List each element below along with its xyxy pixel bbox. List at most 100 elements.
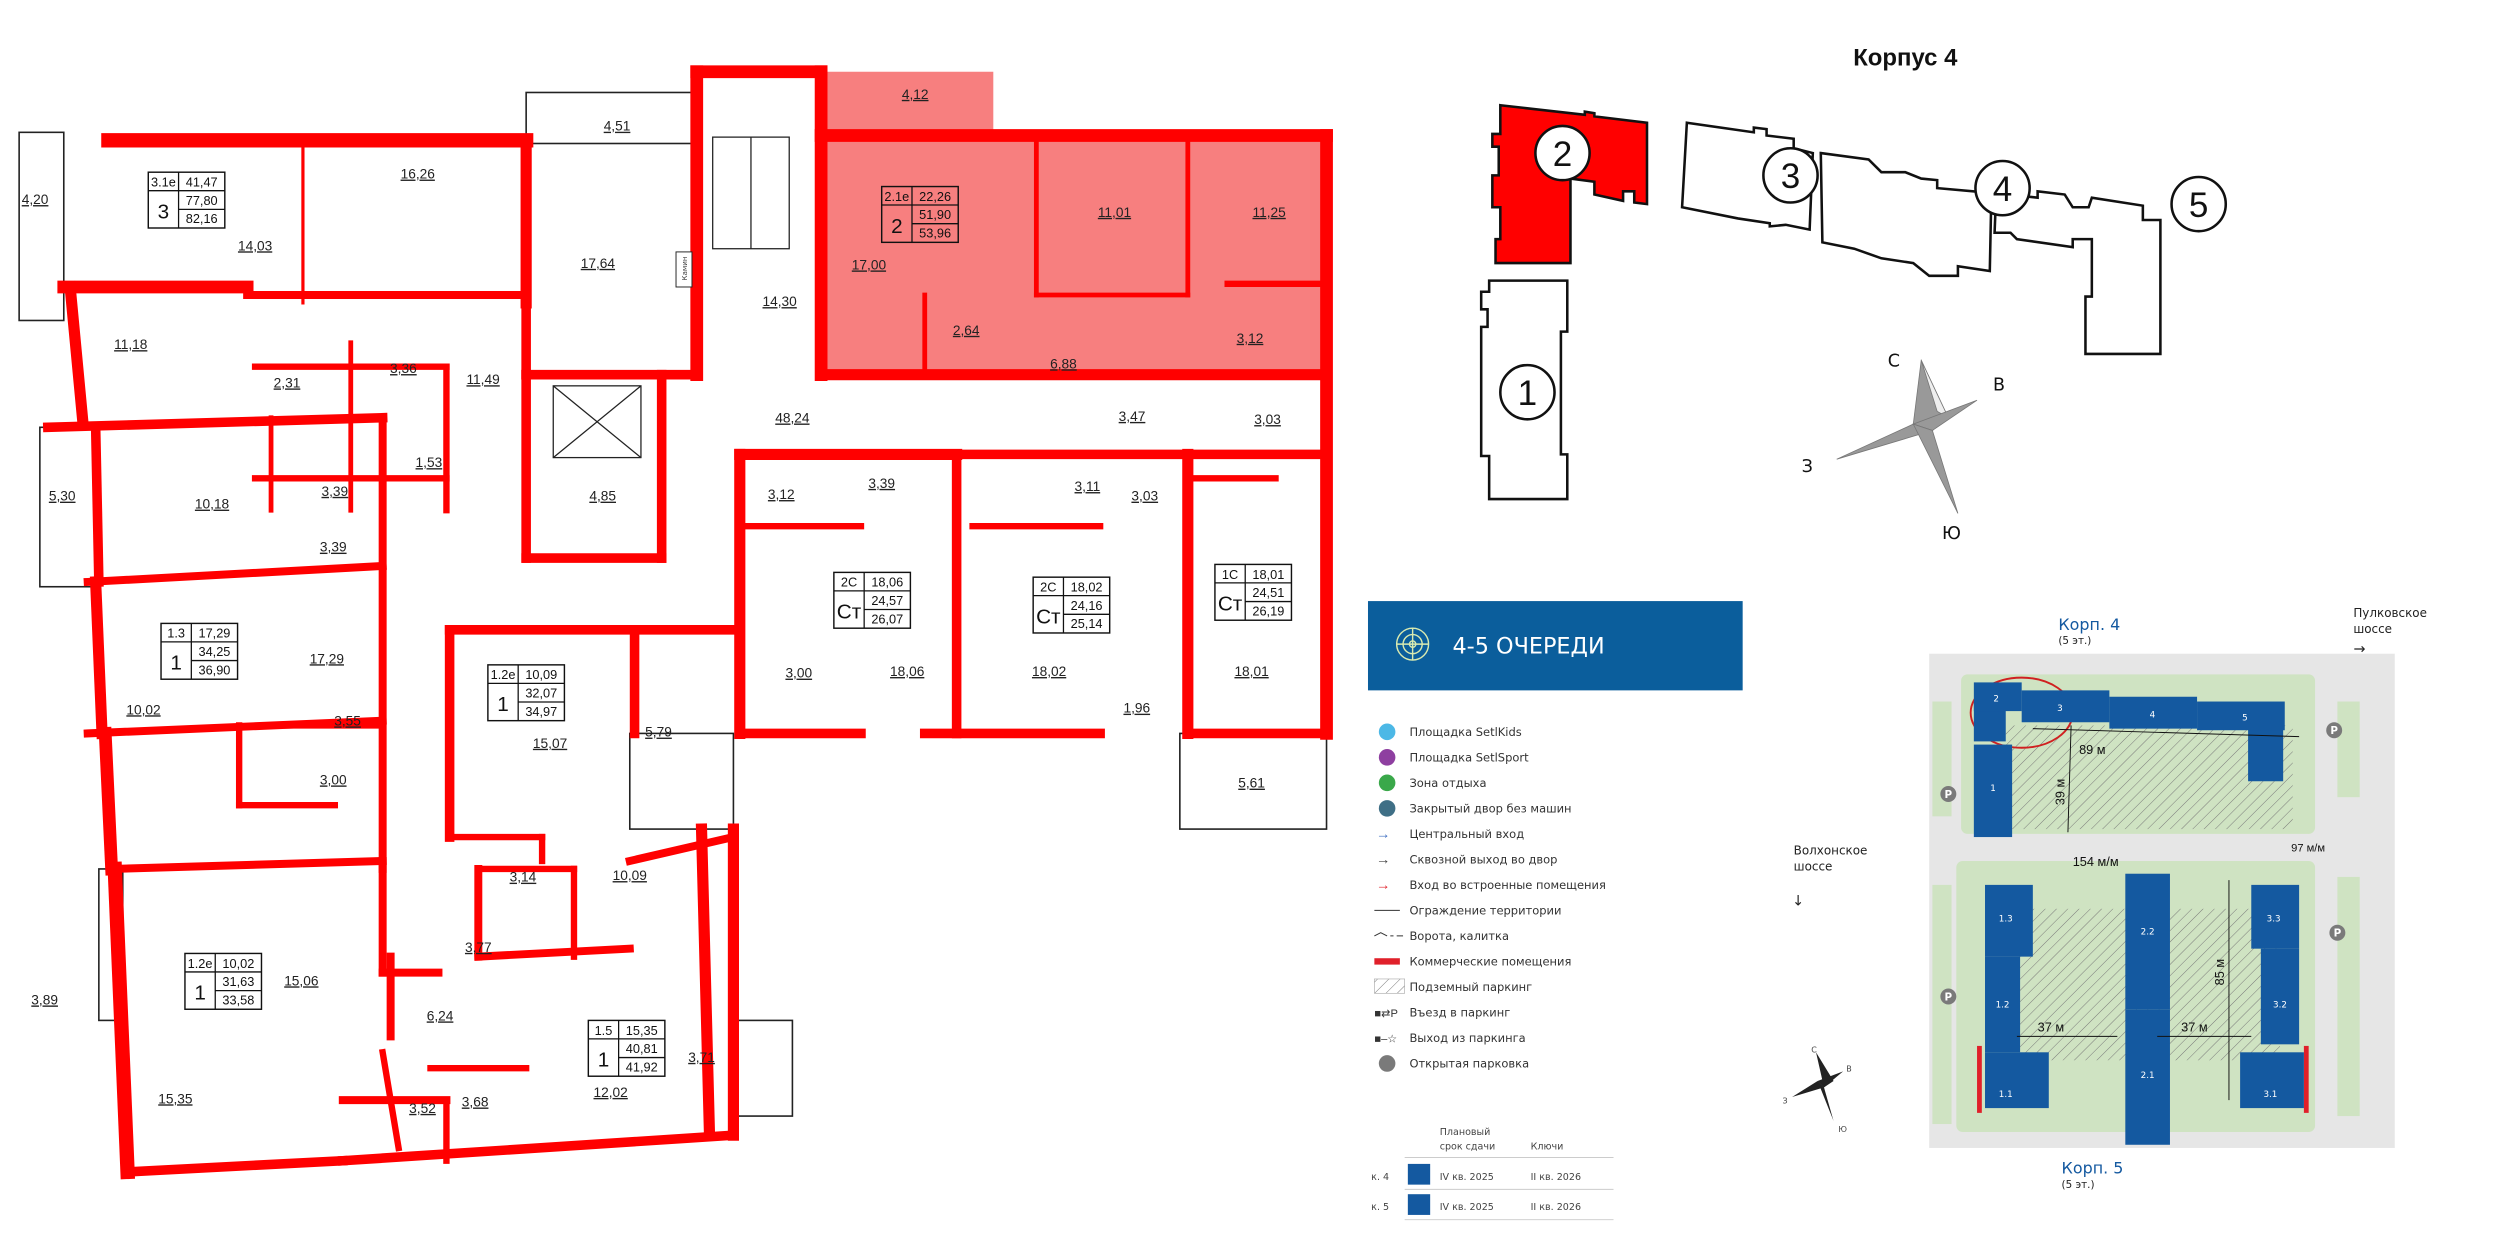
svg-text:■–☆: ■–☆ [1374,1034,1397,1046]
section-number-circle[interactable] [1534,124,1591,182]
apartment-type: 2С [1040,580,1056,595]
room-area-label: 3,68 [462,1095,489,1110]
site-building[interactable] [2125,873,2170,1010]
apartment-total-area-with-balcony: 36,90 [198,662,230,677]
selected-apartment-fill[interactable] [821,135,1327,375]
apartment-living-area: 22,26 [919,189,951,204]
schedule-delivery: IV кв. 2025 [1440,1202,1494,1213]
site-building[interactable] [2109,696,2198,729]
room-area-label: 5,79 [645,725,672,740]
schedule-keys: II кв. 2026 [1531,1202,1581,1213]
wall-segment [98,726,119,876]
site-building[interactable] [2260,948,2300,1045]
compass-north: С [1888,352,1900,372]
apartment-total-area-with-balcony: 33,58 [222,992,254,1007]
wall-segment [337,1130,739,1166]
wall-segment [378,1048,403,1152]
section-number-circle[interactable] [1974,159,2031,217]
parking-icon [2329,924,2346,941]
legend-label: Площадка SetlSport [1409,750,1529,764]
site-building[interactable] [1985,884,2033,957]
apartment-living-area: 15,35 [626,1023,658,1038]
no-car-icon [1378,800,1396,817]
room-area-label: 3,39 [868,476,895,491]
section-number-circle[interactable] [1499,363,1556,421]
room-area-label: 3,11 [1075,479,1101,494]
section-number: 3 [1781,157,1801,196]
room-area-label: 48,24 [775,411,810,426]
room-area-label: 3,52 [409,1101,436,1116]
room-labels: 4,2014,0316,2617,644,5111,182,313,3611,4… [22,87,1286,1116]
room-area-label: 11,49 [466,372,499,387]
road-east-line2: шоссе [2353,622,2392,636]
legend-label: Ограждение территории [1409,903,1561,917]
legend-item: Площадка SetlKids [1378,723,1522,741]
wall-segment [474,944,634,961]
apartment-living-area: 18,06 [871,575,903,590]
legend-label: Вход во встроенные помещения [1409,878,1605,892]
room-area-label: 3,71 [688,1050,715,1065]
room-area-label: 18,01 [1234,664,1268,679]
fireplace-label: Камин [675,251,693,288]
road-west-line2: шоссе [1794,860,1833,874]
site-building[interactable] [2021,690,2110,723]
wall-segment [89,576,108,740]
schedule-row-k4: к. 4 IV кв. 2025 II кв. 2026 [1371,1163,1581,1185]
room-area-label: 3,55 [334,713,361,728]
section-4-shape[interactable] [1819,151,1993,278]
site-building[interactable] [1973,744,2013,838]
room-area-label: 4,85 [589,489,616,504]
site-building[interactable] [2125,1009,2170,1145]
site-building[interactable] [2197,701,2285,731]
korp5-floors: (5 эт.) [2062,1179,2095,1191]
room-area-label: 3,00 [320,772,347,787]
room-area-label: 12,02 [594,1085,628,1100]
site-building-number: 2.2 [2141,927,2155,937]
schedule-delivery: IV кв. 2025 [1440,1172,1494,1183]
section-number: 5 [2189,186,2209,225]
room-area-label: 3,12 [768,487,795,502]
compass-rose: С В З Ю [1802,352,2005,544]
room-area-label: 17,00 [852,257,887,272]
distance-label: 97 м/м [2291,842,2325,854]
room-area-label: 6,24 [427,1008,454,1023]
site-building[interactable] [2240,1052,2304,1109]
room-area-label: 11,01 [1098,205,1131,220]
legend-label: Подземный паркинг [1409,980,1532,994]
site-building[interactable] [1973,682,2022,712]
site-building[interactable] [1985,956,2021,1053]
legend-banner-title: 4-5 ОЧЕРЕДИ [1452,634,1604,660]
site-building-number: 4 [2150,710,2156,720]
legend-label: Въезд в паркинг [1409,1005,1510,1019]
schedule-row-label: к. 4 [1371,1172,1389,1183]
section-number-circle[interactable] [2170,175,2228,233]
section-5-shape[interactable] [1993,189,2162,356]
parking-icon [1940,786,1957,802]
section-number-circle[interactable] [1762,147,1819,204]
legend-label: Открытая парковка [1409,1056,1529,1070]
korp5-label: Корп. 5 [2062,1158,2124,1177]
wall-segment [122,1155,348,1177]
apartment-rooms: 1 [170,652,182,675]
room-area-label: 2,31 [274,375,301,390]
section-number: 1 [1518,374,1538,413]
parking-letter: P [2334,928,2342,940]
room-area-label: 3,00 [785,666,812,681]
legend-label: Коммерческие помещения [1409,954,1571,968]
site-building[interactable] [1985,1052,2049,1109]
apartment-type: 1.2е [491,667,516,682]
site-building[interactable] [2251,884,2300,949]
room-area-label: 17,64 [581,256,616,271]
schedule-row-k5: к. 5 IV кв. 2025 II кв. 2026 [1371,1194,1581,1215]
parking-icon [2326,722,2343,739]
